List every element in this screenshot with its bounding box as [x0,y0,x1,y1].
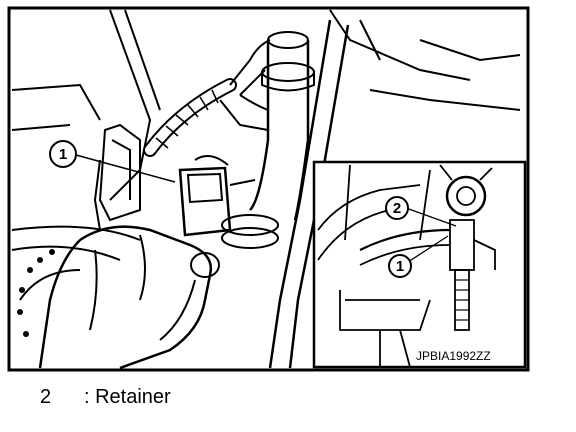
legend-number: 2 [40,386,52,408]
main-callout-circle [49,140,77,168]
figure-code: JPBIA1992ZZ [416,349,491,363]
inset-callout-1-number: 1 [396,258,404,275]
inset-frame [312,160,527,369]
main-callout-leader [75,154,176,183]
main-drawing [11,9,521,370]
inset-callout-1-leader [407,235,449,263]
inset-callout-2-number: 2 [393,200,401,217]
inset-drawing [317,164,496,368]
inset-callout-2-leader [405,207,457,227]
inset-callout-2-circle [385,196,409,220]
legend-text: : Retainer [84,386,171,408]
main-callout-number: 1 [59,146,67,163]
inset-callout-1-circle [388,254,412,278]
